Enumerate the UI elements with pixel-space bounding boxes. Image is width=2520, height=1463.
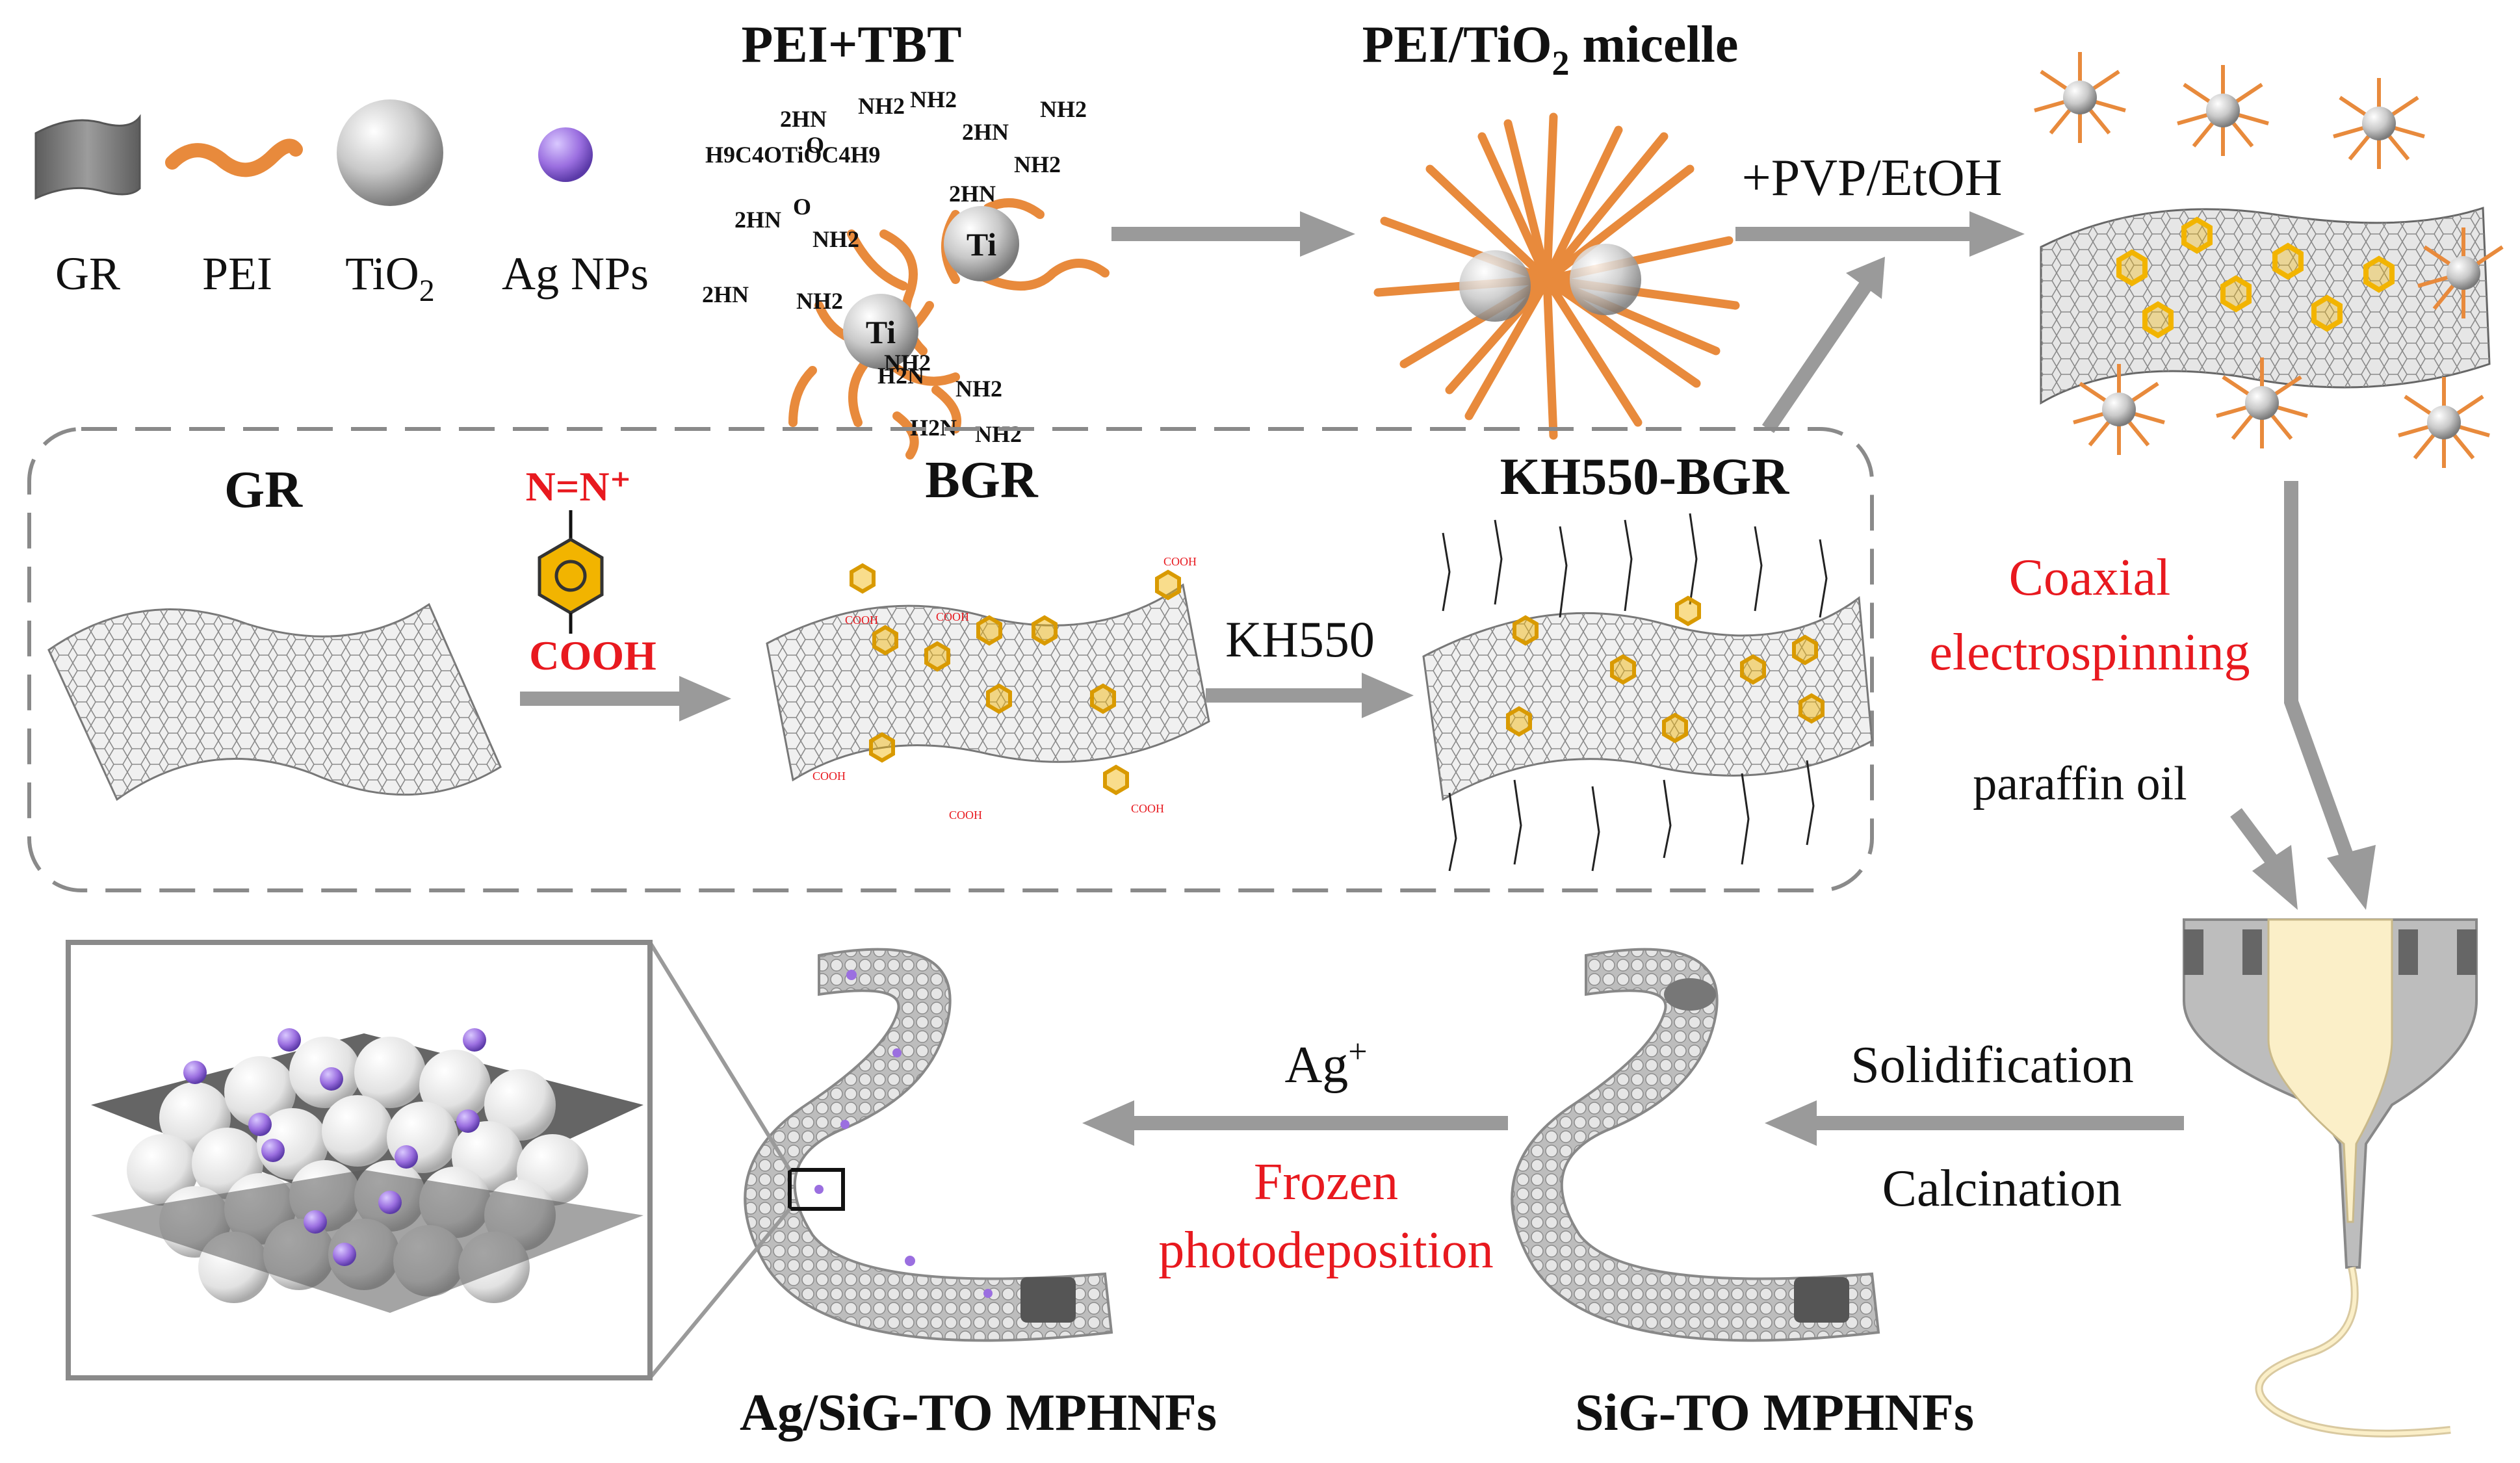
composite-sheet <box>2034 52 2504 468</box>
pvp-etoh-label: +PVP/EtOH <box>1742 149 2003 207</box>
diazonium-reagent: N=N⁺ COOH <box>526 463 656 679</box>
arrow-gr-to-bgr <box>520 676 731 721</box>
sig-to-mphnfs-caption: SiG-TO MPHNFs <box>1575 1384 1974 1442</box>
ti-label: Ti <box>866 314 896 350</box>
arrow-composite-down <box>2284 481 2376 910</box>
pei-legend-icon <box>165 138 303 177</box>
chem-label: NH2 <box>910 86 957 112</box>
chem-label: O <box>806 132 824 158</box>
arrow-needle-to-sig <box>1765 1100 2184 1146</box>
legend-label-pei: PEI <box>202 248 272 300</box>
ag-sig-to-mphnfs-caption: Ag/SiG-TO MPHNFs <box>740 1384 1217 1442</box>
chem-label: 2HN <box>702 281 749 307</box>
legend-label-gr: GR <box>55 248 120 300</box>
frozen-label-line2: photodeposition <box>1158 1222 1494 1279</box>
frozen-label-line1: Frozen <box>1254 1154 1398 1211</box>
diazo-label: N=N⁺ <box>526 463 632 510</box>
tio2-legend-icon <box>337 99 443 206</box>
gr-title: GR <box>224 461 303 519</box>
arrow-to-micelle <box>1111 211 1355 257</box>
ag-np-legend-icon <box>538 127 593 182</box>
chem-label: H2N <box>877 363 924 389</box>
chem-label: NH2 <box>884 350 931 376</box>
chem-label: 2HN <box>734 207 781 233</box>
arrow-bgr-to-kh550bgr <box>1206 673 1414 718</box>
bgr-sheet: BGR COOH COOH COOH COOH COOH COOH <box>766 452 1210 822</box>
coaxial-label-line2: electrospinning <box>1929 624 2250 681</box>
small-cooh-label: COOH <box>1131 802 1164 815</box>
chem-label: 2HN <box>949 181 996 207</box>
ag-plus-label: Ag+ <box>1284 1033 1367 1094</box>
chem-label: NH2 <box>858 93 905 119</box>
zoom-lines <box>648 941 792 1379</box>
chem-label: NH2 <box>1040 96 1087 122</box>
calcination-label: Calcination <box>1882 1160 2122 1217</box>
zoom-region-marker <box>788 1168 845 1211</box>
legend-label-tio2: TiO2 <box>345 248 434 308</box>
coaxial-needle <box>2183 918 2478 1438</box>
gr-sheet: GR <box>47 461 502 801</box>
kh550-bgr-sheet: KH550-BGR <box>1422 448 1873 872</box>
small-cooh-label: COOH <box>845 614 878 627</box>
zoom-inset <box>66 940 653 1380</box>
ti-label: Ti <box>967 226 996 263</box>
pei-tbt-structure: PEI+TBT Ti Ti 2HN NH2 NH2 2HN NH2 H9C <box>702 16 1110 460</box>
ti-sphere <box>944 206 1019 281</box>
micelle-title: PEI/TiO2 micelle <box>1362 16 1739 83</box>
sig-to-fiber <box>1511 948 1880 1342</box>
paraffin-oil-label: paraffin oil <box>1973 757 2187 810</box>
kh550-label: KH550 <box>1225 611 1375 667</box>
ti-sphere <box>843 294 918 369</box>
chem-label: 2HN <box>780 106 827 132</box>
small-cooh-label: COOH <box>812 770 846 783</box>
small-cooh-label: COOH <box>936 610 969 623</box>
chem-label: NH2 <box>812 226 859 252</box>
coaxial-label-line1: Coaxial <box>2009 549 2171 606</box>
arrow-paraffin-down <box>2230 808 2298 910</box>
pei-tio2-micelle: PEI/TiO2 micelle <box>1362 16 1740 440</box>
gr-legend-icon <box>34 114 141 200</box>
graphene-functionalization-box <box>27 427 1874 892</box>
bgr-title: BGR <box>925 452 1039 509</box>
chem-label: NH2 <box>1014 151 1061 177</box>
chem-label: NH2 <box>955 376 1002 402</box>
chem-label: O <box>793 194 811 220</box>
chem-label: 2HN <box>962 119 1009 145</box>
solidification-label: Solidification <box>1851 1037 2134 1094</box>
legend: GR PEI TiO2 Ag NPs <box>34 99 649 308</box>
chem-label: NH2 <box>796 288 843 314</box>
pei-tbt-title: PEI+TBT <box>741 16 961 73</box>
kh550-bgr-title: KH550-BGR <box>1500 448 1790 506</box>
arrow-sig-to-ag <box>1082 1100 1508 1146</box>
legend-label-ag-nps: Ag NPs <box>502 248 649 300</box>
cooh-label: COOH <box>529 632 656 679</box>
ag-sig-to-fiber <box>744 948 1113 1342</box>
arrow-kh550bgr-up <box>1761 257 1885 434</box>
small-cooh-label: COOH <box>949 809 982 822</box>
chem-label: NH2 <box>975 421 1022 447</box>
small-cooh-label: COOH <box>1163 555 1197 568</box>
chem-label: H9C4OTiOC4H9 <box>705 142 880 168</box>
arrow-to-composite <box>1735 211 2025 257</box>
